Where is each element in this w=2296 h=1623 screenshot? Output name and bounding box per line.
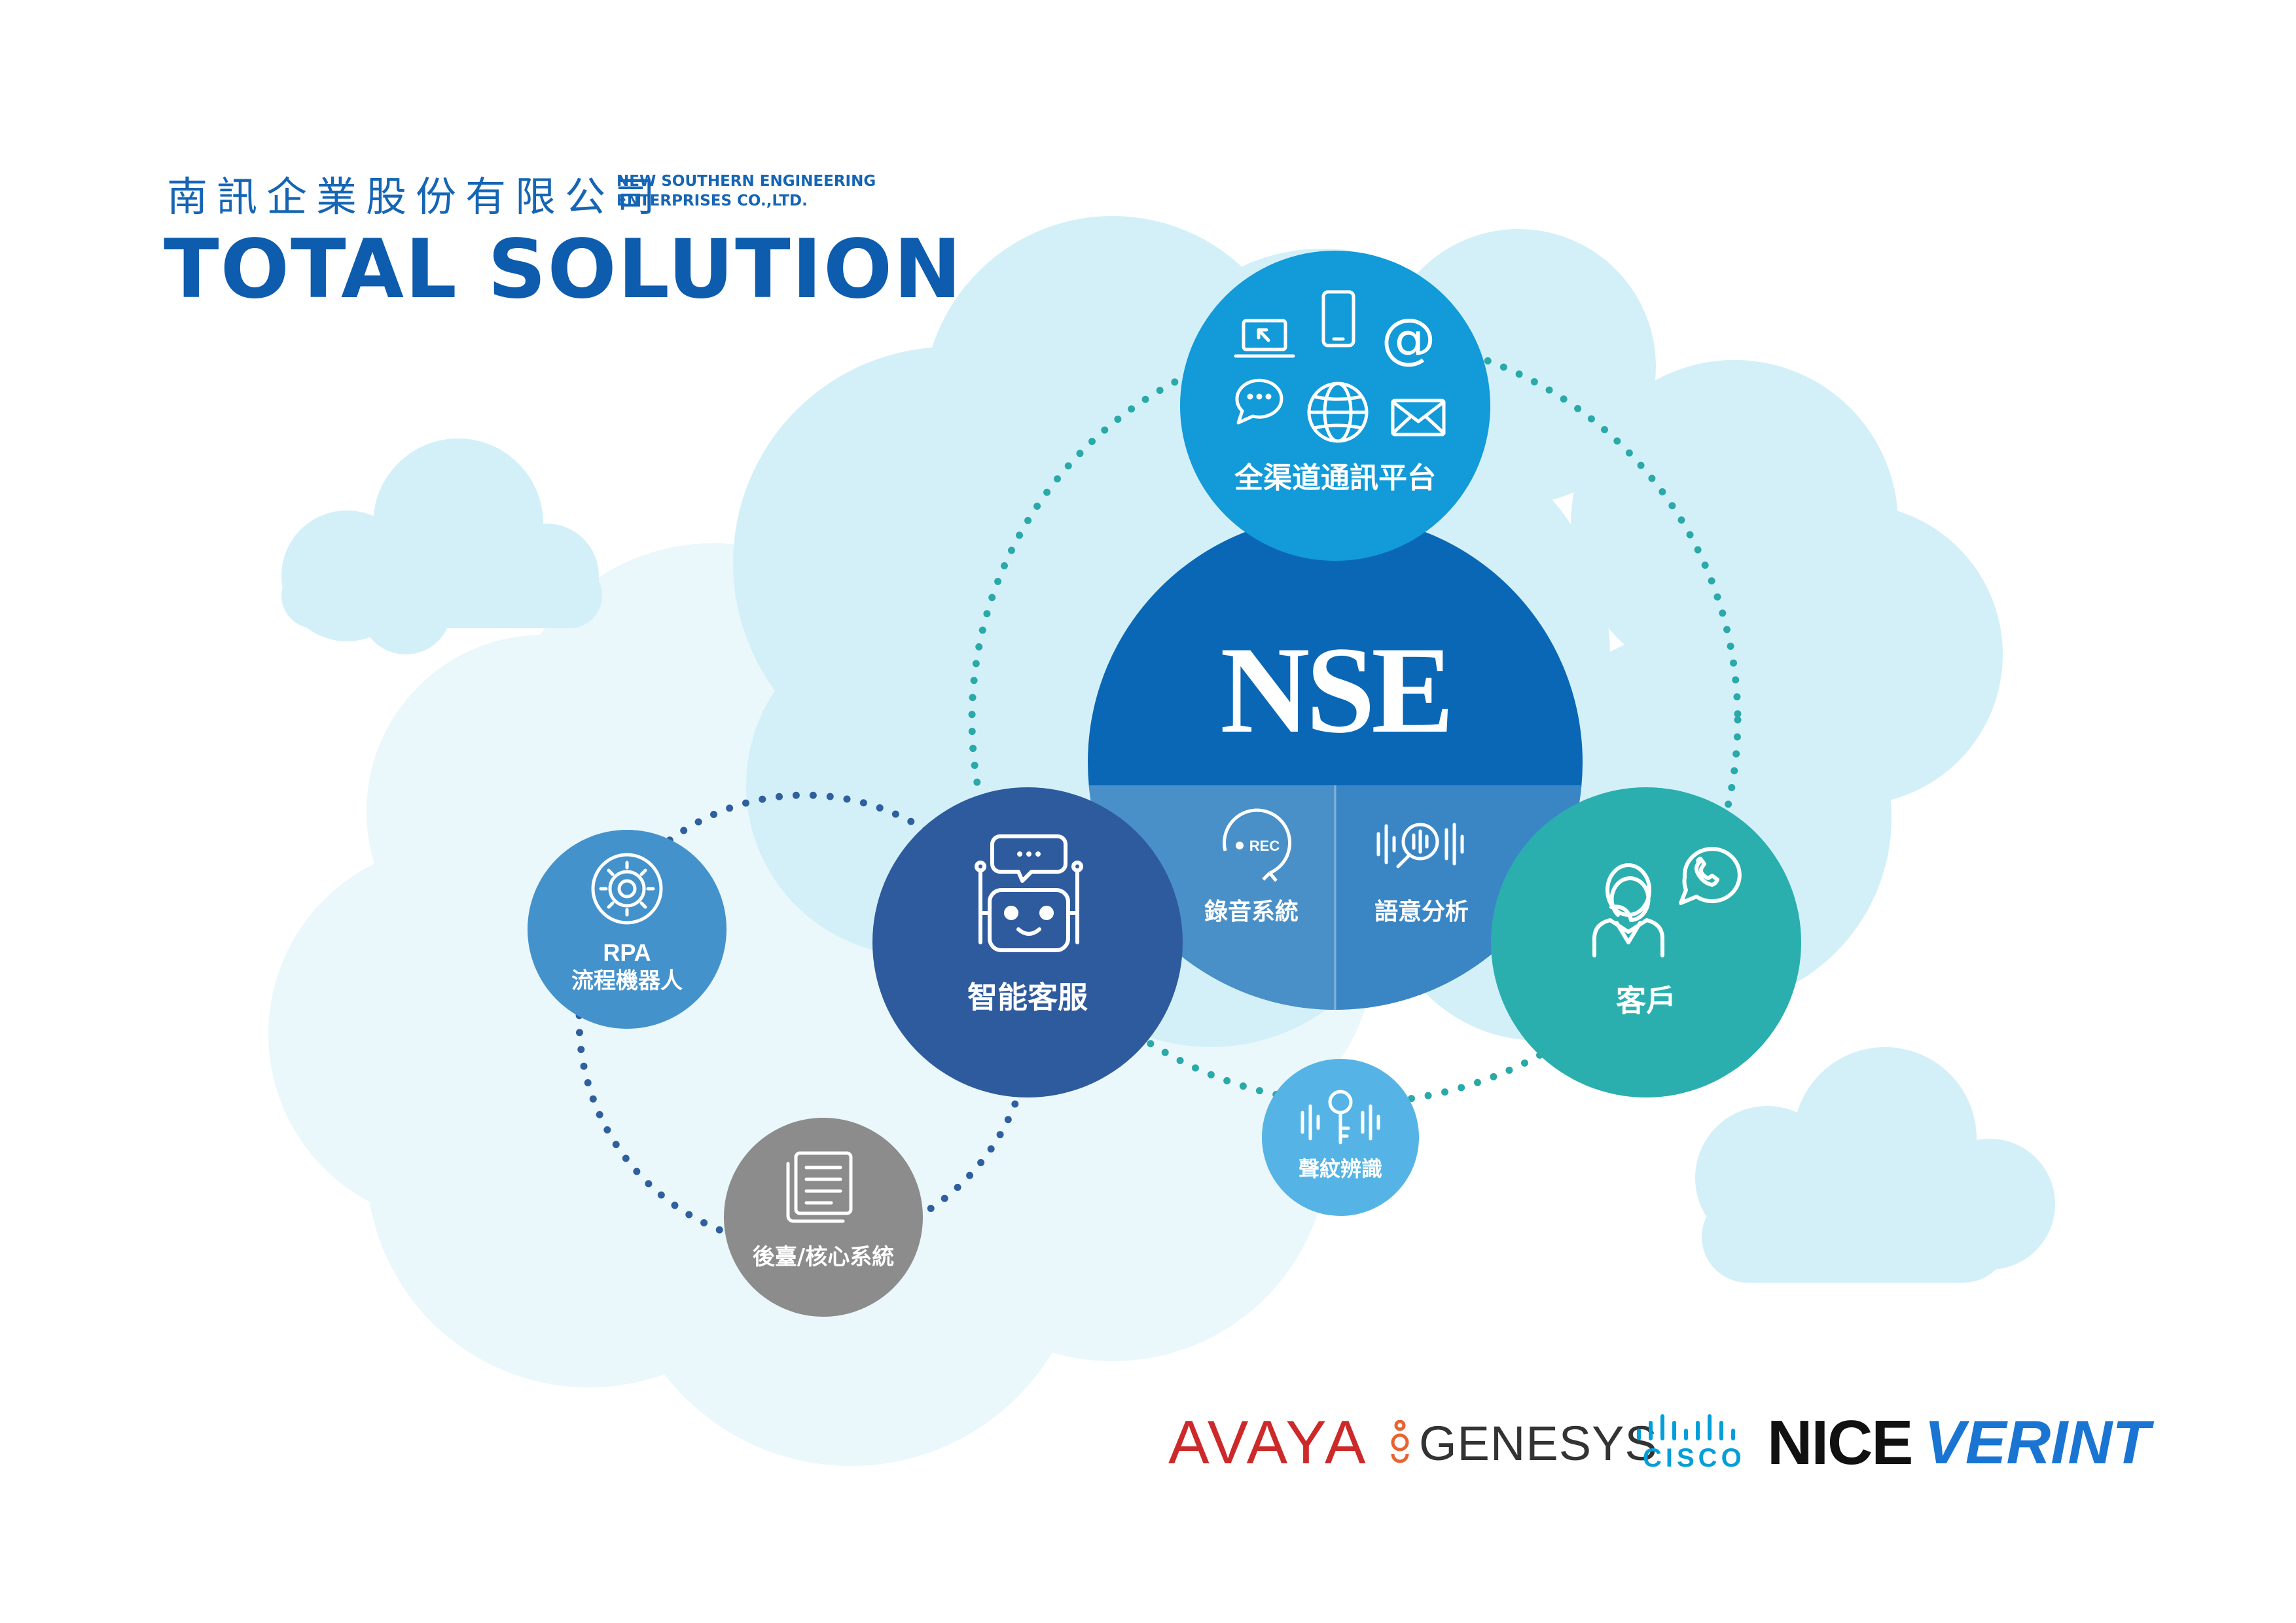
- mail-icon: [1391, 399, 1446, 437]
- globe-icon: [1307, 382, 1369, 443]
- cisco-logo-mark: [1636, 1414, 1744, 1442]
- recording-icon: REC: [1223, 808, 1292, 882]
- genesys-logo: GENESYS: [1419, 1416, 1658, 1471]
- phone-bubble-icon: [1679, 847, 1742, 905]
- avaya-logo: AVAYA: [1168, 1408, 1369, 1476]
- at-sign-icon: @: [1381, 306, 1436, 370]
- backend-label: 後臺/核心系統: [753, 1244, 894, 1270]
- node-voiceprint: 聲紋辨識: [1262, 1059, 1419, 1216]
- nse-logo: NSE: [1220, 622, 1450, 759]
- nice-logo: NICE: [1767, 1408, 1913, 1478]
- robot-icon: [975, 834, 1083, 952]
- node-rpa: RPA 流程機器人: [528, 830, 726, 1029]
- node-smart-service: 智能客服: [872, 787, 1183, 1097]
- voiceprint-label: 聲紋辨識: [1299, 1156, 1382, 1181]
- customer-person-icon: [1592, 863, 1664, 957]
- cloud-small-right: [1695, 1047, 2055, 1283]
- document-icon: [786, 1151, 853, 1223]
- semantic-analysis-label: 語意分析: [1374, 899, 1469, 925]
- company-name-zh: 南訊企業股份有限公司: [167, 173, 665, 221]
- laptop-icon: [1234, 319, 1295, 358]
- rpa-label: RPA: [603, 939, 651, 966]
- node-omnichannel: @ 全渠道通訊平台: [1180, 251, 1490, 561]
- company-name-en-line1: NEW SOUTHERN ENGINEERING: [617, 173, 876, 190]
- customer-label: 客戶: [1616, 983, 1676, 1018]
- smartphone-icon: [1321, 290, 1355, 348]
- company-name-en-line2: ENTERPRISES CO.,LTD.: [617, 192, 808, 209]
- rpa-gear-icon: [591, 853, 663, 925]
- cisco-logo: CISCO: [1643, 1444, 1746, 1472]
- semantic-analysis-icon: [1376, 823, 1464, 868]
- verint-logo: VERINT: [1924, 1408, 2150, 1476]
- svg-text:REC: REC: [1249, 838, 1280, 854]
- company-name-en: NEW SOUTHERN ENGINEERING ENTERPRISES CO.…: [617, 171, 876, 211]
- chat-icon: [1235, 378, 1283, 425]
- node-customer: 客戶: [1491, 787, 1801, 1097]
- cloud-small-left: [281, 438, 602, 654]
- rpa-sublabel: 流程機器人: [571, 968, 683, 994]
- page-title: TOTAL SOLUTION: [164, 223, 963, 317]
- omnichannel-label: 全渠道通訊平台: [1234, 461, 1436, 495]
- voiceprint-key-icon: [1300, 1090, 1380, 1145]
- node-backend: 後臺/核心系統: [724, 1118, 923, 1317]
- recording-system-label: 錄音系統: [1204, 899, 1299, 925]
- smart-service-label: 智能客服: [967, 980, 1088, 1015]
- genesys-logo-mark: [1389, 1419, 1411, 1466]
